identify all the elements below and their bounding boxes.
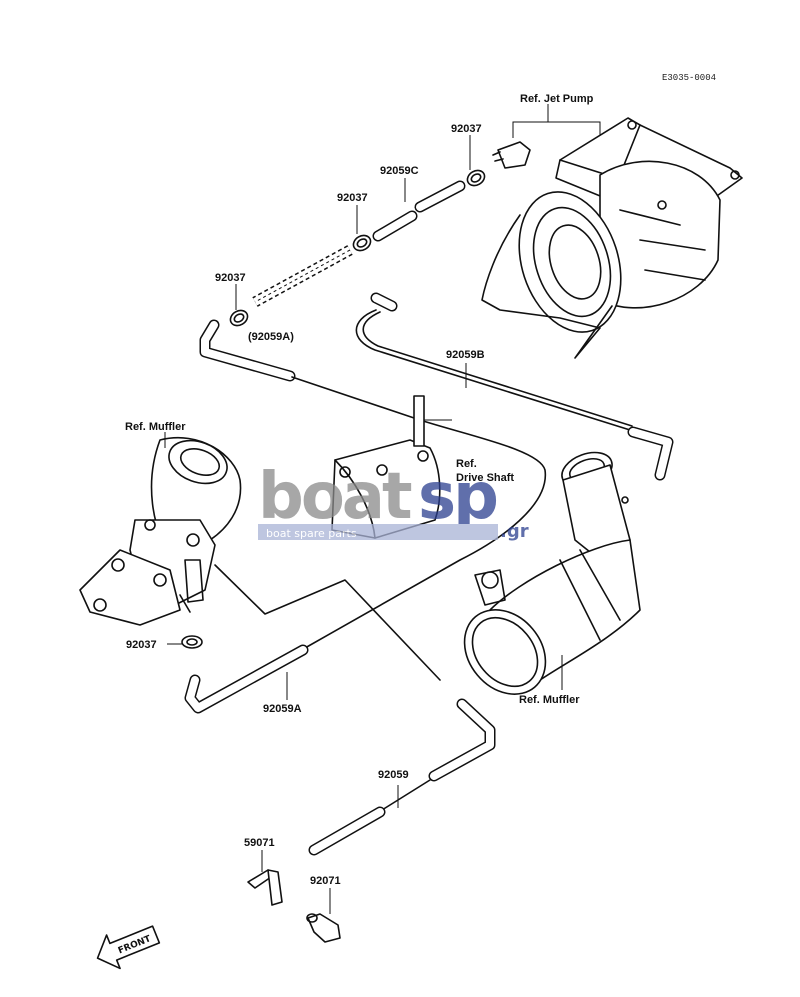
label-ref-drive-shaft-2: Drive Shaft — [456, 472, 514, 484]
front-direction-arrow: FRONT — [96, 925, 161, 970]
clamp-92037-left — [229, 309, 249, 327]
label-92037-left: 92037 — [215, 272, 246, 284]
label-92059c: 92059C — [380, 165, 419, 177]
diagram-code: E3035-0004 — [662, 73, 716, 83]
label-92037-mid: 92037 — [337, 192, 368, 204]
watermark-logo: boat sp boat spare parts .gr — [258, 460, 529, 542]
label-ref-muffler-left: Ref. Muffler — [125, 421, 186, 433]
label-ref-muffler-right: Ref. Muffler — [519, 694, 580, 706]
label-59071: 59071 — [244, 837, 275, 849]
label-92059b: 92059B — [446, 349, 485, 361]
label-92071: 92071 — [310, 875, 341, 887]
jet-pump-illustration — [481, 117, 743, 359]
leader-jet-pump — [512, 121, 601, 138]
label-92037-bottom: 92037 — [126, 639, 157, 651]
label-ref-jet-pump: Ref. Jet Pump — [520, 93, 594, 105]
label-92059: 92059 — [378, 769, 409, 781]
hose-92059a-lower — [184, 644, 309, 714]
watermark-tagline: boat spare parts — [266, 527, 357, 540]
label-92059a-paren: (92059A) — [248, 331, 294, 343]
clamp-92037-bottom — [181, 635, 203, 649]
watermark-tagline-bar — [258, 524, 498, 540]
hose-92059 — [308, 698, 496, 856]
label-ref-drive-shaft-1: Ref. — [456, 458, 477, 470]
muffler-left-illustration — [79, 437, 242, 626]
hose-92059c — [372, 180, 466, 242]
hose-92059b — [355, 292, 674, 481]
label-92037-top: 92037 — [451, 123, 482, 135]
watermark-brand-left: boat — [258, 460, 412, 534]
watermark-domain: .gr — [500, 521, 529, 542]
watermark-brand-right: sp — [418, 460, 496, 534]
hose-line-muffler — [214, 564, 441, 681]
clamp-92037-top — [466, 169, 486, 187]
muffler-right-illustration — [463, 451, 641, 695]
hose-thin-line — [291, 376, 546, 649]
label-92059a: 92059A — [263, 703, 302, 715]
part-59071 — [247, 869, 283, 906]
hose-92059a-upper — [199, 319, 296, 382]
part-92071 — [306, 913, 341, 943]
clamp-92037-mid — [352, 234, 372, 252]
